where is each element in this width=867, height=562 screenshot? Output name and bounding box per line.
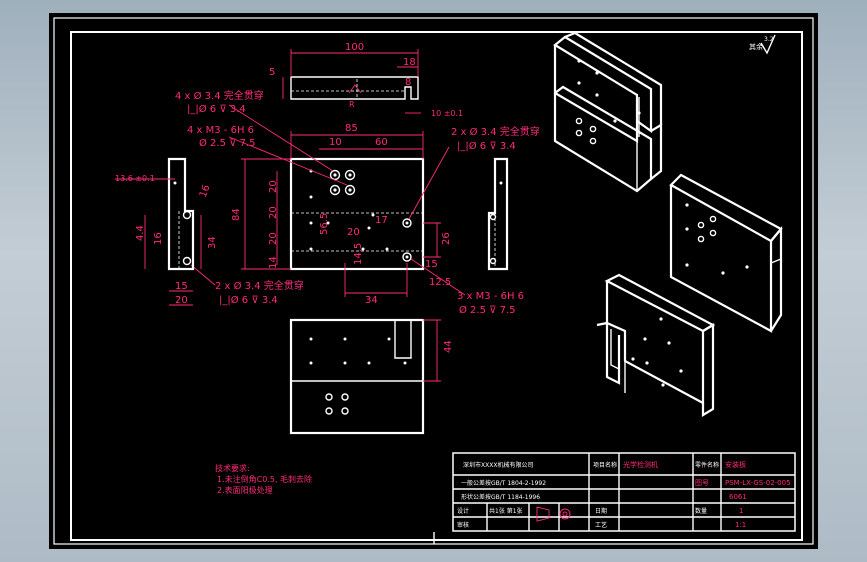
isometric-view-3 [596,273,716,417]
tb-qty-value: 1 [739,507,743,515]
note-threads-b-1: 3 x M3 - 6H 6 [457,291,524,302]
front-dim-20b: 20 [268,206,279,219]
front-dim-125: 12.5 [429,277,451,288]
tb-row-3: 工艺 [595,521,607,529]
right-side-view [487,157,509,271]
note-holes-a-2: |_|Ø 6 ⊽ 3.4 [187,103,246,115]
front-view: 85 10 60 84 20 20 20 14 56.5 17 20 14.5 … [190,104,466,306]
projection-symbol-icon [536,506,571,522]
tb-tol-1: 一般公差按GB/T 1804-2-1992 [461,479,546,487]
top-dim-groove: 10 ±0.1 [431,109,463,118]
top-view: R 100 5 18 8 10 ±0.1 [269,42,463,118]
drawing-viewport[interactable]: 其余 3.2 R 100 5 18 8 10 ±0.1 [49,13,818,549]
tb-code-value: PSM-LX-GS-02-005 [725,479,791,487]
tb-tol-2: 形状公差按GB/T 1184-1996 [461,493,540,501]
tb-project-label: 项目名称 [593,461,617,469]
top-dim-length: 100 [345,42,364,53]
note-holes-b-1: 2 x Ø 3.4 完全贯穿 [451,125,540,138]
top-dim-slot: 18 [403,57,416,68]
left-dim-16b: 16 [153,232,164,245]
top-r-label: R [349,100,355,109]
front-dim-60: 60 [375,137,388,148]
front-dim-20c: 20 [268,232,279,245]
tb-row-2: 审核 [457,521,469,529]
tb-material: 6061 [729,493,747,501]
front-dim-10: 10 [329,137,342,148]
tb-qty-label: 数量 [695,507,707,515]
notes-title: 技术要求: [215,463,250,473]
left-dim-15: 15 [175,281,188,292]
tb-scale: 1:1 [735,521,746,529]
note-holes-b-2: |_|Ø 6 ⊽ 3.4 [457,140,516,152]
roughness-symbol [760,34,776,55]
front-dim-20a: 20 [268,180,279,193]
front-dim-width: 85 [345,123,358,134]
isometric-view-2 [669,173,783,333]
title-block: 深圳市XXXX机械有限公司 一般公差按GB/T 1804-2-1992 形状公差… [452,452,796,532]
top-dim-thickness: 5 [269,67,275,78]
left-dim-20e: 20 [175,295,188,306]
front-dim-20d: 20 [347,227,360,238]
isometric-view-1 [553,31,663,193]
note-threads-b-2: Ø 2.5 ⊽ 7.5 [459,304,516,316]
note-holes-a-1: 4 x Ø 3.4 完全贯穿 [175,89,264,102]
left-dim-16: 16 [198,183,213,199]
tb-drawing-label: 零件名称 [695,461,719,469]
front-dim-26: 26 [441,232,452,245]
note-holes-c-2: |_|Ø 6 ⊽ 3.4 [219,294,278,306]
left-dim-13: 13.6 ±0.1 [115,174,155,183]
tb-project-value: 光学检测机 [623,460,658,469]
front-dim-145: 14.5 [353,243,364,265]
roughness-value: 3.2 [764,36,774,43]
tb-sheet: 共1张 第1张 [489,507,523,515]
tb-drawing-value: 安装板 [725,460,746,469]
tb-code-label: 图号 [695,479,709,487]
note-threads-1: 4 x M3 - 6H 6 [187,125,254,136]
left-side-view: 13.6 ±0.1 16 4.4 16 34 15 20 [115,157,218,306]
notes-line-2: 2.表面阳极处理 [217,485,273,495]
tb-company: 深圳市XXXX机械有限公司 [463,461,533,469]
bottom-dim-44: 44 [443,340,454,353]
cad-drawing: 其余 3.2 R 100 5 18 8 10 ±0.1 [53,17,814,545]
left-dim-44: 4.4 [135,225,146,241]
top-dim-step: 8 [405,77,411,88]
tb-row-1: 设计 [457,507,469,515]
front-dim-14: 14 [268,256,279,269]
inner-frame [70,31,803,541]
notes-line-1: 1.未注倒角C0.5, 毛刺去除 [217,474,312,484]
front-dim-17: 17 [375,215,388,226]
front-dim-34: 34 [365,295,378,306]
front-dim-15r: 15 [425,259,438,270]
tb-row-4: 日期 [595,507,607,515]
note-threads-2: Ø 2.5 ⊽ 7.5 [199,137,256,149]
front-dim-height: 84 [231,208,242,221]
left-dim-34b: 34 [207,236,218,249]
bottom-view: 44 [289,318,454,435]
roughness-label: 其余 [749,42,763,51]
front-dim-56: 56.5 [319,213,330,235]
note-holes-c-1: 2 x Ø 3.4 完全贯穿 [215,279,304,292]
